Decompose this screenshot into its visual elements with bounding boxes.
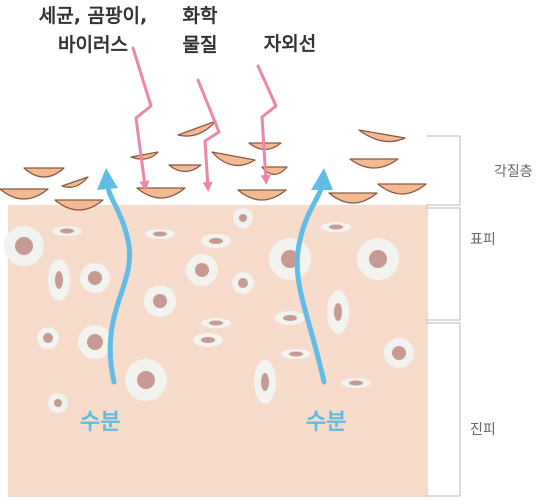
flake [54, 199, 104, 211]
cell [144, 285, 176, 317]
label-chemicals-line2: 물질 [182, 34, 218, 56]
label-microbes-line2: 바이러스 [58, 34, 128, 56]
cell [186, 254, 218, 286]
cell [321, 222, 351, 232]
cell [269, 238, 311, 280]
flake [23, 167, 65, 178]
moisture-arrows [97, 168, 333, 385]
cell [281, 349, 311, 359]
label-chemicals: 화학 물질 [176, 4, 224, 57]
moisture-arrow-left [105, 183, 132, 385]
label-uv: 자외선 [263, 33, 317, 55]
cell [254, 360, 276, 404]
flake [168, 164, 202, 173]
cell [48, 259, 70, 301]
label-moisture-left: 수분 [80, 410, 121, 435]
flake [177, 120, 217, 137]
cell [327, 290, 349, 334]
cell [341, 378, 371, 388]
flake [328, 192, 378, 204]
moisture-arrow-right-head [311, 168, 333, 190]
keratin-flakes [0, 120, 427, 211]
cell [193, 333, 223, 347]
cell [80, 263, 110, 293]
cell [125, 359, 167, 401]
flake [211, 151, 256, 167]
cell [201, 234, 231, 248]
uv-arrow [256, 64, 278, 185]
skin-cells [4, 208, 414, 413]
cell [37, 327, 59, 349]
label-epidermis: 표피 [470, 232, 496, 248]
cell [145, 229, 175, 239]
bracket-dermis [426, 322, 461, 497]
cell [78, 325, 112, 359]
cell [233, 208, 253, 228]
label-stratum-corneum: 각질층 [494, 164, 533, 180]
flake [136, 187, 186, 199]
cell [48, 393, 68, 413]
cell [384, 338, 414, 368]
label-microbes-line1: 세균, 곰팡이, [38, 5, 148, 27]
moisture-arrow-left-head [97, 168, 118, 190]
flake [0, 188, 49, 200]
cell [201, 318, 231, 328]
moisture-arrow-right [294, 183, 327, 385]
label-moisture-right: 수분 [306, 410, 347, 435]
bracket-stratum-corneum [426, 135, 461, 206]
label-chemicals-line1: 화학 [182, 5, 218, 27]
hazard-arrows [131, 46, 278, 192]
flake [130, 151, 159, 160]
chemical-arrow [196, 78, 221, 192]
microbe-arrow [131, 46, 153, 191]
cell [52, 226, 82, 236]
flake [61, 176, 89, 188]
label-dermis: 진피 [470, 422, 496, 438]
flake [349, 158, 399, 169]
flake [377, 183, 427, 195]
layer-brackets [426, 135, 461, 497]
label-microbes: 세균, 곰팡이, 바이러스 [28, 4, 158, 57]
cell [357, 238, 399, 280]
cell [4, 226, 44, 266]
cell [275, 311, 305, 325]
flake [358, 129, 406, 143]
bracket-epidermis [426, 207, 461, 321]
flake [237, 189, 287, 201]
cell [232, 272, 254, 294]
